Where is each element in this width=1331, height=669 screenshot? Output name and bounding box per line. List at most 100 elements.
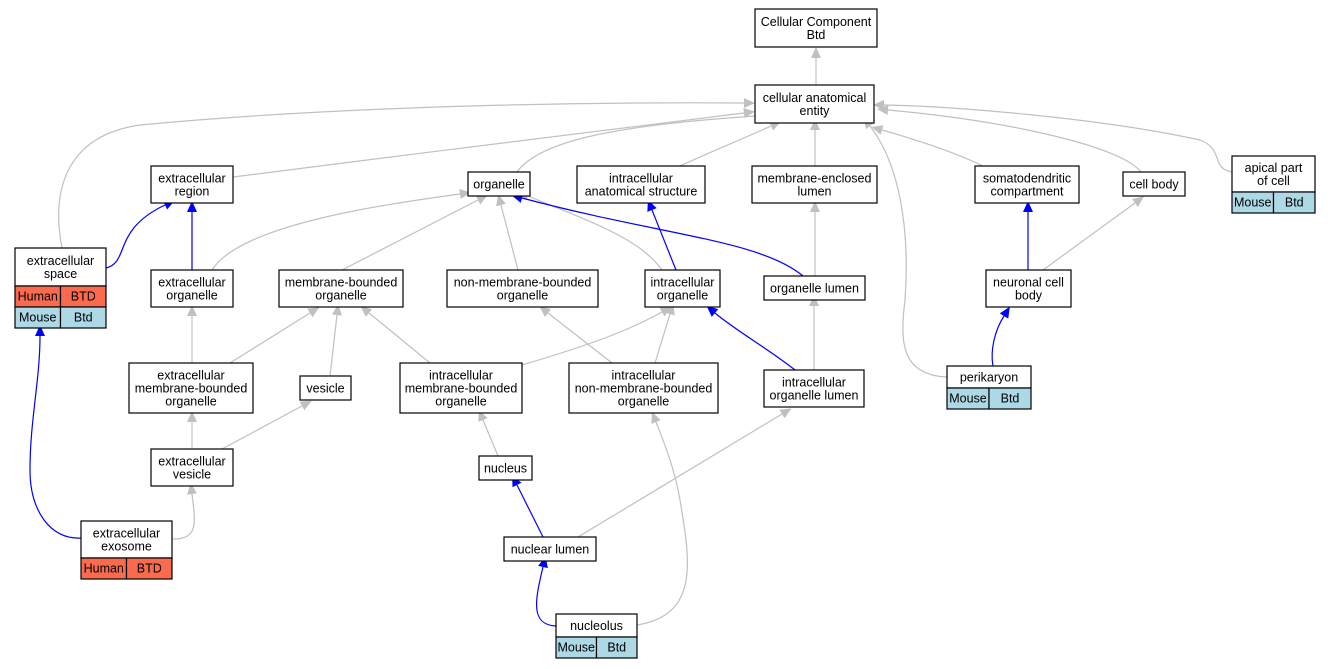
node-label-line: intracellular — [612, 369, 676, 383]
node-cb[interactable]: cell body — [1122, 171, 1186, 197]
part_of-edge-line — [991, 315, 1005, 367]
edge-cb-to-cae — [877, 105, 1142, 173]
is_a-edge-line — [527, 195, 663, 271]
node-ol[interactable]: organelle lumen — [763, 275, 866, 301]
edge-ol-to-mel — [810, 201, 820, 276]
node-label-line: organelle — [435, 395, 486, 409]
node-box — [568, 362, 719, 414]
is_a-edge-line — [547, 312, 613, 364]
annotation-species-label: Human — [18, 290, 58, 304]
node-label-line: compartment — [991, 185, 1064, 199]
is_a-edge-line — [229, 312, 311, 364]
annotation-species-label: Mouse — [949, 392, 987, 406]
node-label-line: vesicle — [306, 382, 344, 396]
is_a-edge-line — [577, 413, 783, 538]
node-label-line: extracellular — [158, 455, 225, 469]
part_of-edge-line — [536, 566, 557, 627]
node-ves[interactable]: vesicle — [299, 375, 352, 401]
node-box — [80, 520, 173, 559]
edge-ecs-to-cae — [58, 98, 755, 249]
annotation-source-label: BTD — [137, 562, 162, 576]
node-label-line: apical part — [1245, 161, 1303, 175]
node-label-line: membrane-bounded — [405, 382, 518, 396]
node-label-line: membrane-enclosed — [758, 172, 872, 186]
node-nuc[interactable]: nucleus — [478, 455, 533, 481]
annotation-source-label: Btd — [74, 311, 93, 325]
arrowhead-icon — [810, 201, 820, 212]
node-box — [763, 369, 865, 408]
annotation-species-label: Mouse — [557, 641, 595, 655]
node-label-line: organelle — [497, 289, 548, 303]
is_a-edge-line — [211, 193, 461, 271]
node-label-line: neuronal cell — [993, 276, 1064, 290]
node-box — [985, 269, 1072, 308]
node-label-line: organelle — [473, 178, 524, 192]
node-label-line: non-membrane-bounded — [575, 382, 713, 396]
arrowhead-icon — [779, 408, 792, 419]
node-label-line: extracellular — [93, 527, 160, 541]
node-label-line: non-membrane-bounded — [454, 276, 592, 290]
node-inmbo[interactable]: intracellularnon-membrane-boundedorganel… — [568, 362, 719, 414]
node-label-line: anatomical structure — [585, 185, 698, 199]
edge-ncb-to-cb — [1042, 196, 1144, 271]
node-label-line: intracellular — [429, 369, 493, 383]
annotation-source-label: Btd — [1285, 196, 1304, 210]
arrowhead-icon — [187, 305, 197, 316]
node-label-line: body — [1015, 289, 1043, 303]
annotation-species-label: Mouse — [19, 311, 57, 325]
node-box — [974, 165, 1080, 204]
node-nl[interactable]: nuclear lumen — [503, 536, 597, 562]
node-box — [150, 165, 234, 204]
annotation-source-label: BTD — [71, 290, 96, 304]
arrowhead-icon — [187, 483, 197, 495]
annotation-source-cell — [125, 557, 173, 580]
edge-embo-to-eco — [187, 305, 197, 363]
arrowhead-icon — [459, 189, 471, 199]
node-box — [446, 269, 599, 308]
edge-ves-to-mbo — [329, 304, 342, 377]
node-org[interactable]: organelle — [467, 171, 531, 197]
node-label-line: extracellular — [158, 276, 225, 290]
node-label-line: nuclear lumen — [511, 543, 590, 557]
node-label-line: region — [175, 185, 210, 199]
arrowhead-icon — [811, 47, 821, 58]
node-label-line: extracellular — [157, 369, 224, 383]
node-box — [150, 269, 234, 308]
edge-sdc-to-cae — [871, 125, 984, 167]
node-label-line: organelle — [165, 395, 216, 409]
annotation-row: Mouse Btd — [14, 306, 107, 329]
edge-per-to-ncb — [991, 306, 1010, 367]
arrowhead-icon — [496, 194, 506, 207]
node-box — [576, 165, 706, 204]
node-box — [278, 269, 404, 308]
arrowhead-icon — [651, 411, 661, 424]
edge-per-to-cae — [863, 117, 948, 378]
node-box — [503, 536, 597, 562]
node-label-line: of cell — [1257, 174, 1290, 188]
arrowhead-icon — [307, 307, 320, 318]
node-box — [399, 362, 523, 414]
